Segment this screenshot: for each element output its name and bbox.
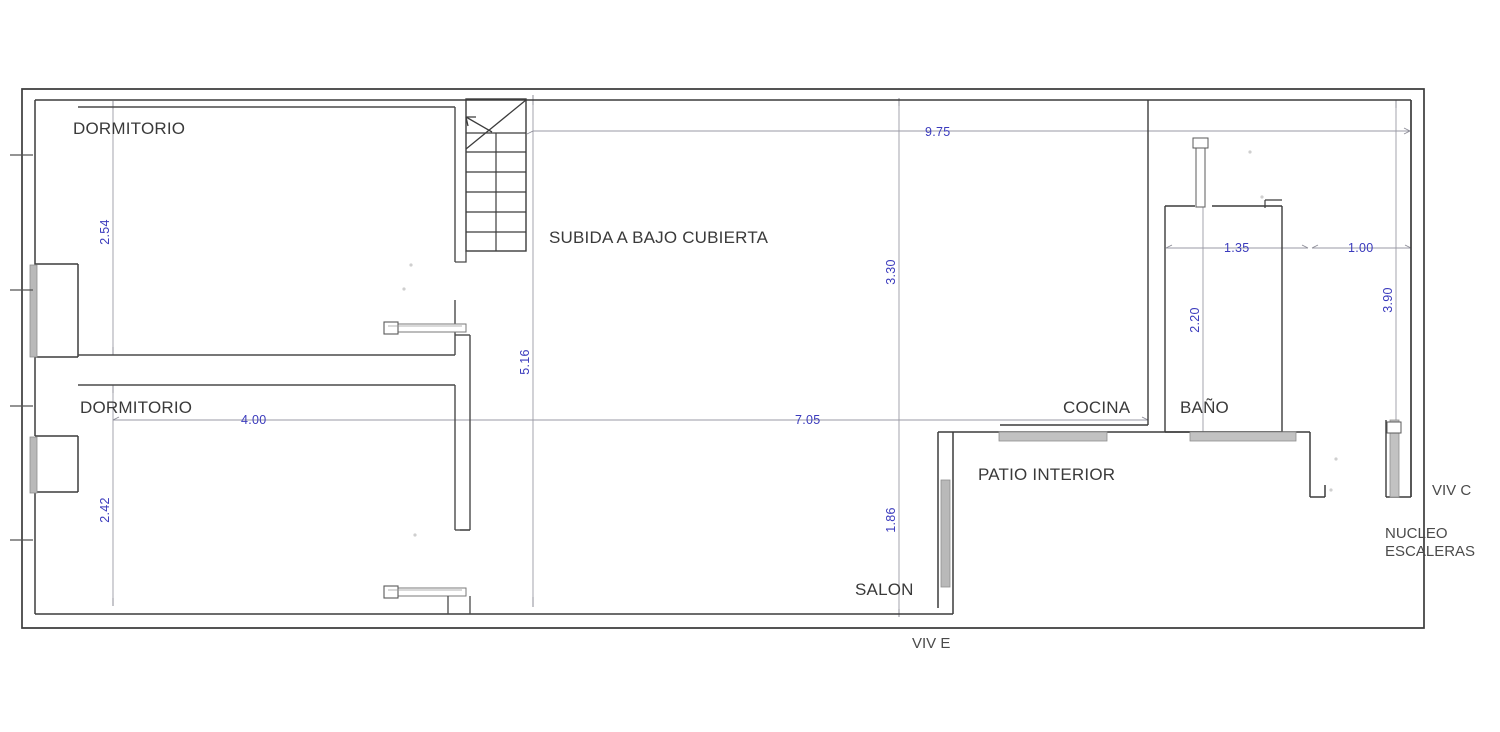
sliding-door-upper xyxy=(383,321,467,335)
dimension-text-5-16: 5.16 xyxy=(518,349,532,375)
dimension-text-2-42: 2.42 xyxy=(98,497,112,523)
sliding-door-lower xyxy=(383,585,467,599)
dimension-text-1-35: 1.35 xyxy=(1224,241,1250,255)
room-label-dormitorio-2: DORMITORIO xyxy=(80,398,192,417)
exterior-label-escaleras: ESCALERAS xyxy=(1385,543,1475,560)
door-jamb-bottom xyxy=(447,596,471,614)
left-facade-windows xyxy=(29,264,38,494)
bano-door xyxy=(1192,137,1209,208)
room-label-salon: SALON xyxy=(855,580,914,599)
dimension-text-7-05: 7.05 xyxy=(795,413,821,427)
room-label-dormitorio-1: DORMITORIO xyxy=(73,119,185,138)
dimension-text-4-00: 4.00 xyxy=(241,413,267,427)
window-salon xyxy=(940,479,951,588)
window-cocina xyxy=(998,431,1108,442)
staircase-stub xyxy=(455,251,467,263)
facade-tick-marks xyxy=(10,154,33,541)
room-walls-dormitorio-1 xyxy=(78,106,456,356)
window-left-upper xyxy=(29,264,38,358)
interior-wall-outline xyxy=(34,99,1412,615)
dimension-text-3-30: 3.30 xyxy=(884,259,898,285)
room-label-patio-interior: PATIO INTERIOR xyxy=(978,465,1115,484)
staircase xyxy=(455,98,527,263)
dimension-text-3-90: 3.90 xyxy=(1381,287,1395,313)
dimension-text-9-75: 9.75 xyxy=(925,125,951,139)
dimension-text-2-54: 2.54 xyxy=(98,219,112,245)
exterior-label-nucleo: NUCLEO xyxy=(1385,525,1448,542)
exterior-label-viv-c: VIV C xyxy=(1432,482,1471,499)
window-nucleo xyxy=(1389,419,1400,498)
cocina-walls xyxy=(1000,100,1149,426)
exterior-walls xyxy=(21,88,1425,629)
staircase-treads xyxy=(466,132,526,251)
staircase-direction-arrow xyxy=(465,99,527,150)
construction-dots xyxy=(402,150,1338,537)
room-label-bano: BAÑO xyxy=(1180,398,1229,417)
dimension-text-2-20: 2.20 xyxy=(1188,307,1202,333)
nucleo-door-handle xyxy=(1386,421,1402,434)
corridor-partition-walls xyxy=(78,334,471,531)
window-bano xyxy=(1189,431,1297,442)
room-label-cocina: COCINA xyxy=(1063,398,1131,417)
window-left-lower xyxy=(29,436,38,494)
exterior-label-viv-e: VIV E xyxy=(912,635,950,652)
room-label-subida-bajo-cubierta: SUBIDA A BAJO CUBIERTA xyxy=(549,228,769,247)
dimension-text-1-86: 1.86 xyxy=(884,507,898,533)
dimension-text-1-00: 1.00 xyxy=(1348,241,1374,255)
